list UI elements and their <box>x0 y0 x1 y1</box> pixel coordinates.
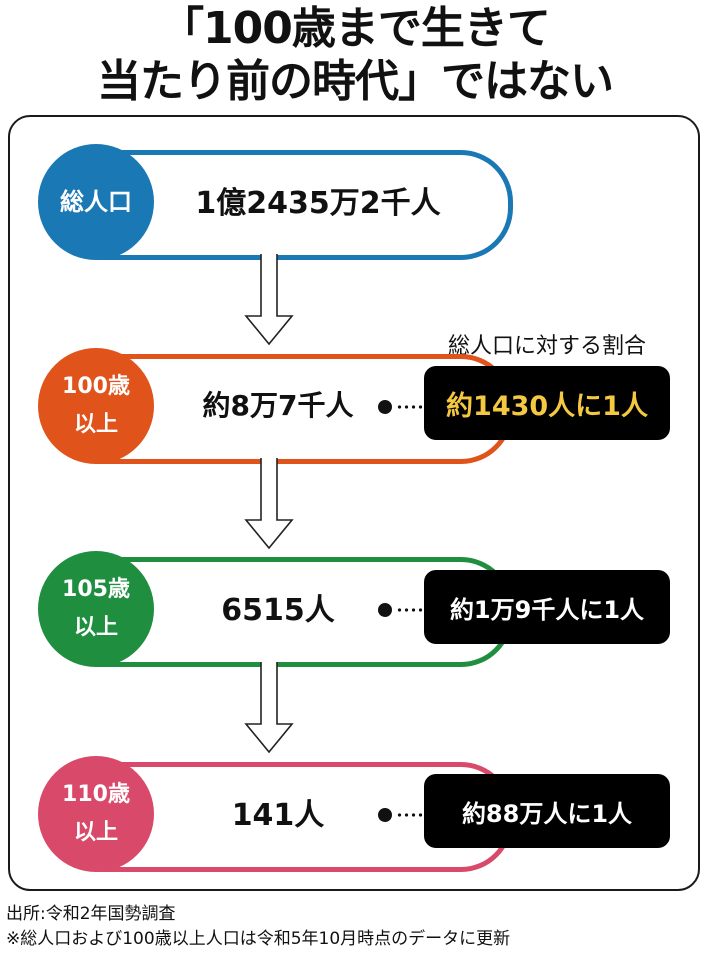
diagram-frame <box>8 115 700 891</box>
category-badge: 総人口 <box>38 144 154 260</box>
source-note: 出所:令和2年国勢調査 <box>6 904 176 924</box>
badge-label: 総人口 <box>60 188 132 216</box>
dotted-connector <box>378 400 452 414</box>
connector-dots <box>396 405 432 409</box>
footer-notes: 出所:令和2年国勢調査 ※総人口および100歳以上人口は令和5年10月時点のデー… <box>6 902 510 952</box>
ratio-text: 約88万人に1人 <box>461 799 633 828</box>
ratio-box: 約88万人に1人 <box>424 774 670 848</box>
badge-label-age: 110歳 <box>62 782 130 807</box>
population-value: 約8万7千人 <box>202 389 354 422</box>
dotted-connector <box>378 603 452 617</box>
category-badge: 100歳 以上 <box>38 348 154 464</box>
row-total-population: 総人口 1億2435万2千人 <box>38 144 513 260</box>
value-pill <box>98 150 513 260</box>
ratio-heading: 総人口に対する割合 <box>447 334 646 359</box>
ratio-box: 約1万9千人に1人 <box>424 570 670 644</box>
title-line-2: 当たり前の時代」ではない <box>97 56 614 107</box>
badge-label-age: 100歳 <box>62 374 130 399</box>
ratio-text: 約1万9千人に1人 <box>449 595 645 624</box>
badge-label-suffix: 以上 <box>73 412 118 437</box>
dotted-connector <box>378 808 452 822</box>
population-value: 141人 <box>231 798 325 833</box>
row-100-plus: 100歳 以上 約8万7千人 <box>38 348 513 464</box>
population-value: 1億2435万2千人 <box>195 186 441 221</box>
update-note: ※総人口および100歳以上人口は令和5年10月時点のデータに更新 <box>6 929 511 949</box>
title-line-1: 「100歳まで生きて <box>160 3 551 54</box>
connector-dot <box>378 603 392 617</box>
ratio-box: 約1430人に1人 <box>424 366 670 440</box>
page-title: 「100歳まで生きて 当たり前の時代」ではない <box>0 2 710 108</box>
down-arrow-icon <box>244 662 294 754</box>
connector-dot <box>378 808 392 822</box>
connector-dots <box>396 608 432 612</box>
population-value: 6515人 <box>221 593 335 628</box>
down-arrow-icon <box>244 254 294 346</box>
connector-dots <box>396 813 432 817</box>
category-badge: 105歳 以上 <box>38 551 154 667</box>
badge-label-suffix: 以上 <box>73 820 118 845</box>
down-arrow-icon <box>244 458 294 550</box>
badge-label-age: 105歳 <box>62 577 130 602</box>
category-badge: 110歳 以上 <box>38 756 154 872</box>
badge-label-suffix: 以上 <box>73 615 118 640</box>
ratio-text: 約1430人に1人 <box>446 390 648 422</box>
connector-dot <box>378 400 392 414</box>
